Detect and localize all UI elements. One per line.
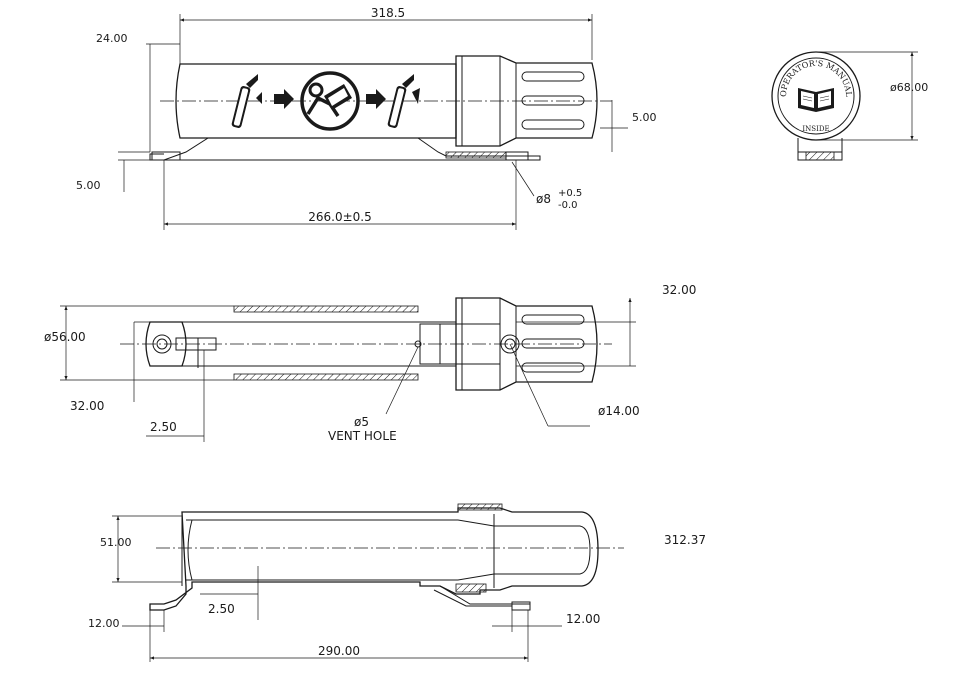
dim-mount-width-left: 32.00 — [70, 399, 104, 413]
mount-hatch — [445, 151, 507, 159]
tube-hatch-top — [233, 305, 419, 313]
top-elevation-view: 318.5 24.00 5.00 5.00 266.0±0.5 ø8 +0.5 … — [76, 6, 657, 230]
dim-section-length: 312.37 — [664, 533, 706, 547]
label-top-text: OPERATOR'S MANUAL — [779, 59, 853, 98]
dim-mount-distance: 266.0±0.5 — [308, 210, 372, 224]
dim-hole: ø8 — [536, 192, 551, 206]
dim-slot-offset: 2.50 — [150, 420, 177, 434]
dim-left-offset: 24.00 — [96, 32, 128, 45]
tube-body — [175, 63, 457, 139]
label-bottom-text: INSIDE — [802, 125, 829, 133]
dim-right-step: 5.00 — [632, 111, 657, 124]
dim-hole-tol-minus: -0.0 — [558, 200, 578, 211]
tool-icon — [231, 74, 262, 128]
dim-hole-tol-plus: +0.5 — [558, 188, 582, 199]
dim-bottom-step: 5.00 — [76, 179, 101, 192]
grip-slot — [521, 71, 585, 82]
plan-view: ø56.00 32.00 32.00 2.50 ø5 VENT HOLE ø14… — [44, 283, 696, 443]
dim-foot-right: 12.00 — [566, 612, 600, 626]
grip-slot — [521, 119, 585, 130]
section-hatch-bottom — [455, 583, 487, 593]
arrow-right-icon — [366, 89, 386, 109]
dim-foot-left: 12.00 — [88, 617, 120, 630]
dim-vent-hole-label: VENT HOLE — [328, 429, 397, 443]
dim-foot-span: 290.00 — [318, 644, 360, 658]
dim-cap-hole: ø14.00 — [598, 404, 640, 418]
end-view: OPERATOR'S MANUAL INSIDE ø68.00 — [771, 51, 928, 161]
manual-label-icon — [798, 88, 834, 112]
tube-hatch-bottom — [233, 373, 419, 381]
warning-pictograms — [231, 71, 420, 131]
section-view: 51.00 312.37 2.50 12.00 12.00 290.00 — [88, 503, 706, 662]
dim-section-height: 51.00 — [100, 536, 132, 549]
dim-overall-length: 318.5 — [371, 6, 405, 20]
section-hatch-top — [457, 503, 503, 511]
read-manual-icon — [300, 71, 360, 131]
section-outline — [149, 507, 599, 611]
dim-vent-hole-dia: ø5 — [354, 415, 369, 429]
dim-mount-width-top: 32.00 — [662, 283, 696, 297]
dim-wall: 2.50 — [208, 602, 235, 616]
grip-slot — [521, 95, 585, 106]
dim-end-diameter: ø68.00 — [890, 81, 928, 94]
dim-body-diameter: ø56.00 — [44, 330, 86, 344]
arrow-right-icon — [274, 89, 294, 109]
tool-icon — [387, 74, 420, 128]
